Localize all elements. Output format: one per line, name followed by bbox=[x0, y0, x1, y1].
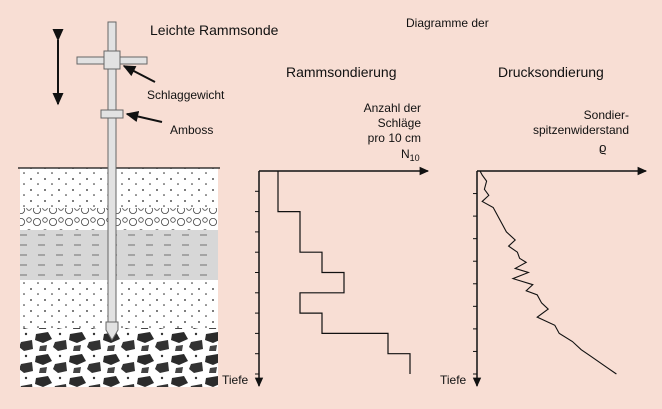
druck-axis-label-1: Sondier- bbox=[584, 108, 629, 122]
druck-resistance-series bbox=[479, 170, 617, 375]
druck-axis-label-2: spitzenwiderstand bbox=[533, 123, 629, 137]
ramm-title: Rammsondierung bbox=[286, 64, 397, 80]
druck-chart bbox=[472, 166, 648, 388]
anvil bbox=[100, 109, 124, 119]
probe-device bbox=[52, 21, 163, 341]
druck-depth-label: Tiefe bbox=[440, 373, 467, 387]
ramm-chart bbox=[254, 166, 430, 388]
druck-axis-symbol: ϱ bbox=[599, 140, 606, 155]
soil-profile bbox=[18, 167, 220, 387]
drop-weight bbox=[103, 50, 121, 70]
label-schlaggewicht: Schlaggewicht bbox=[147, 88, 225, 102]
probe-tip bbox=[105, 321, 119, 341]
title-leichte-rammsonde: Leichte Rammsonde bbox=[150, 22, 279, 38]
ramm-step-series bbox=[277, 171, 411, 374]
amboss-arrow bbox=[125, 111, 163, 123]
schlaggewicht-arrow bbox=[122, 65, 156, 83]
ramm-axis-symbol: N10 bbox=[401, 147, 420, 163]
diagram-header: Diagramme der bbox=[406, 16, 489, 30]
ramm-axis-label-3: pro 10 cm bbox=[368, 131, 421, 145]
ramm-depth-label: Tiefe bbox=[222, 373, 249, 387]
druck-title: Drucksondierung bbox=[498, 64, 604, 80]
ramm-axis-label-1: Anzahl der bbox=[364, 101, 421, 115]
label-amboss: Amboss bbox=[170, 123, 213, 137]
ramm-axis-label-2: Schläge bbox=[378, 116, 422, 130]
